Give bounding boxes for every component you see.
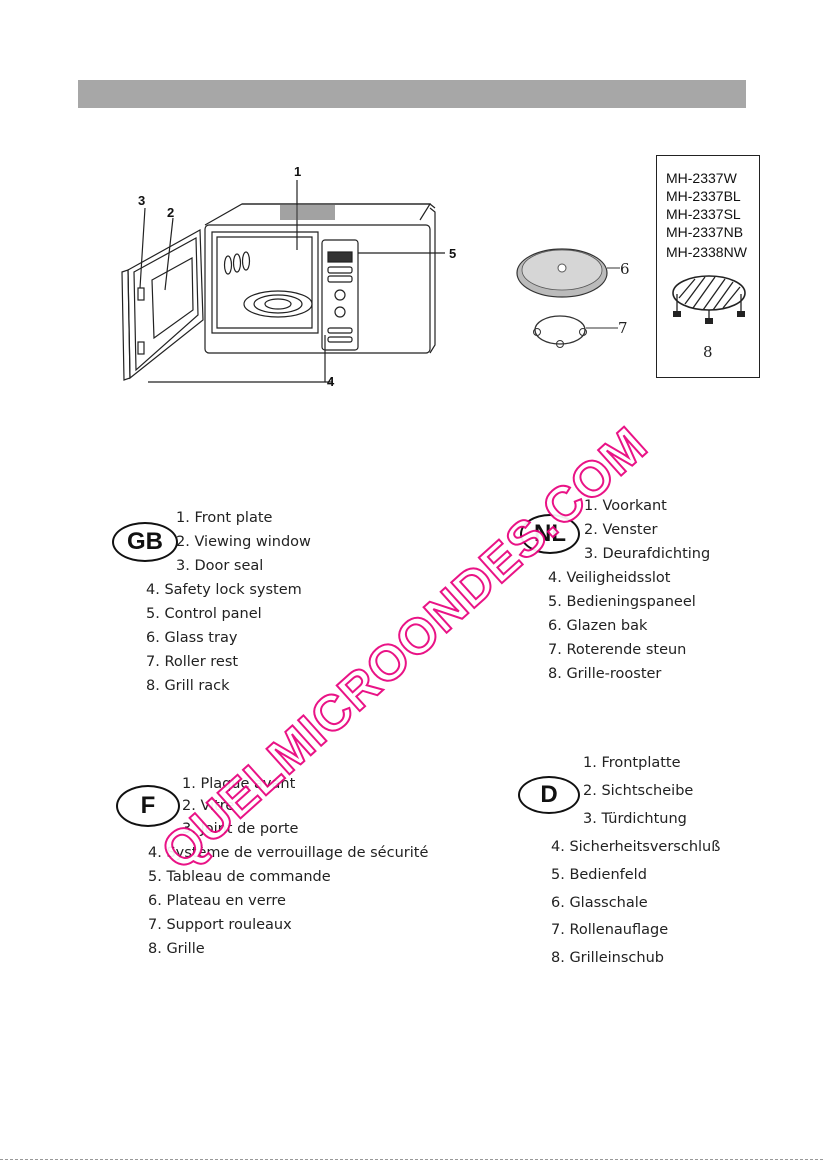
f-item: 8. Grille bbox=[148, 941, 205, 957]
model-name: MH-2337SL bbox=[666, 206, 741, 222]
grill-rack-illustration bbox=[672, 275, 746, 324]
f-item: 3. Joint de porte bbox=[182, 821, 299, 837]
model-name: MH-2338NW bbox=[666, 244, 747, 260]
callout-4: 4 bbox=[327, 374, 335, 389]
roller-rest-illustration bbox=[533, 315, 618, 348]
d-item: 4. Sicherheitsverschluß bbox=[551, 839, 721, 855]
model-name: MH-2337NB bbox=[666, 224, 744, 240]
badge-gb: GB bbox=[112, 522, 178, 562]
d-item: 1. Frontplatte bbox=[583, 755, 681, 771]
callout-5: 5 bbox=[449, 246, 457, 261]
nl-item: 4. Veiligheidsslot bbox=[548, 570, 671, 586]
f-item: 1. Plaque avant bbox=[182, 776, 296, 792]
gb-item: 6. Glass tray bbox=[146, 630, 238, 646]
gb-item: 3. Door seal bbox=[176, 558, 264, 574]
d-item: 5. Bedienfeld bbox=[551, 867, 647, 883]
f-item: 4. Système de verrouillage de sécurité bbox=[148, 845, 429, 861]
f-item: 5. Tableau de commande bbox=[148, 869, 331, 885]
nl-item: 5. Bedieningspaneel bbox=[548, 594, 696, 610]
model-name: MH-2337W bbox=[666, 170, 737, 186]
d-item: 8. Grilleinschub bbox=[551, 950, 664, 966]
nl-item: 8. Grille-rooster bbox=[548, 666, 662, 682]
f-item: 2. Vitre bbox=[182, 798, 235, 814]
d-item: 7. Rollenauflage bbox=[551, 922, 669, 938]
d-item: 6. Glasschale bbox=[551, 895, 648, 911]
gb-item: 5. Control panel bbox=[146, 606, 262, 622]
badge-nl: NL bbox=[520, 514, 580, 554]
gb-item: 7. Roller rest bbox=[146, 654, 239, 670]
callout-7: 7 bbox=[618, 319, 628, 337]
nl-item: 2. Venster bbox=[584, 522, 658, 538]
badge-f: F bbox=[116, 785, 180, 827]
page-bottom-rule bbox=[0, 1159, 823, 1160]
callout-6: 6 bbox=[620, 260, 630, 278]
d-item: 3. Türdichtung bbox=[583, 811, 687, 827]
glass-tray-illustration bbox=[516, 248, 620, 298]
nl-item: 7. Roterende steun bbox=[548, 642, 687, 658]
callout-8: 8 bbox=[703, 343, 713, 361]
microwave-illustration bbox=[121, 180, 445, 383]
nl-item: 1. Voorkant bbox=[584, 498, 667, 514]
nl-item: 6. Glazen bak bbox=[548, 618, 648, 634]
badge-d: D bbox=[518, 776, 580, 814]
header-bar bbox=[78, 80, 746, 108]
f-item: 7. Support rouleaux bbox=[148, 917, 292, 933]
gb-item: 4. Safety lock system bbox=[146, 582, 302, 598]
callout-2: 2 bbox=[167, 205, 175, 220]
gb-item: 2. Viewing window bbox=[176, 534, 311, 550]
gb-item: 1. Front plate bbox=[176, 510, 273, 526]
callout-1: 1 bbox=[294, 164, 302, 179]
d-item: 2. Sichtscheibe bbox=[583, 783, 694, 799]
gb-item: 8. Grill rack bbox=[146, 678, 230, 694]
model-list-box: MH-2337W MH-2337BL MH-2337SL MH-2337NB M… bbox=[656, 155, 760, 378]
callout-3: 3 bbox=[138, 193, 146, 208]
nl-item: 3. Deurafdichting bbox=[584, 546, 711, 562]
model-name: MH-2337BL bbox=[666, 188, 741, 204]
f-item: 6. Plateau en verre bbox=[148, 893, 286, 909]
